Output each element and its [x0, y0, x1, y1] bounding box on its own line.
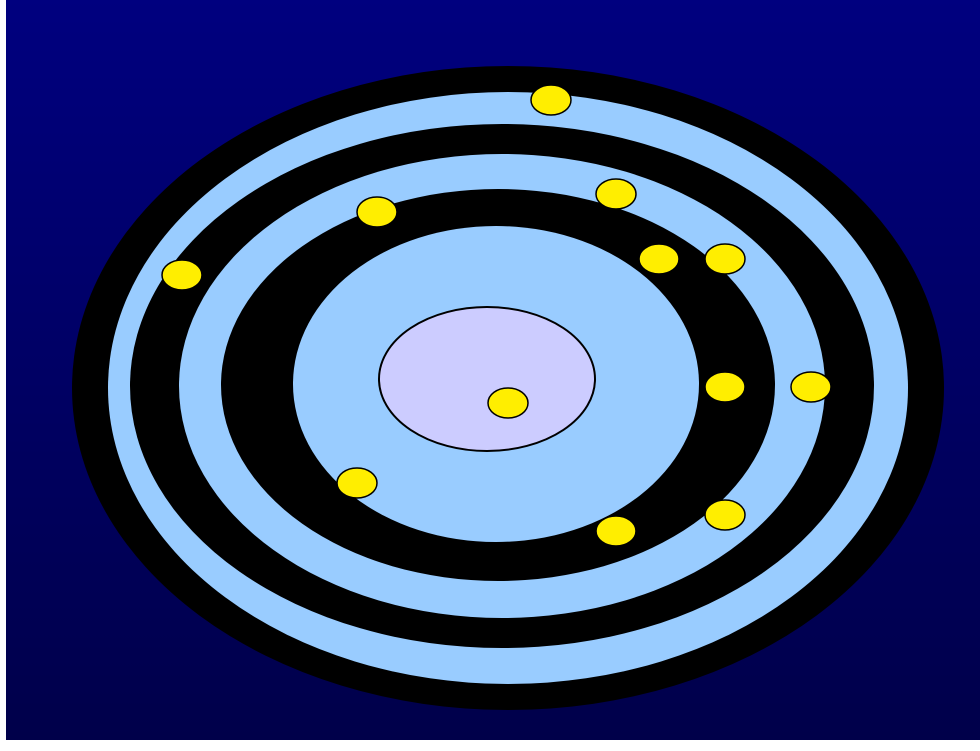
electron-inner-lower-center: [596, 516, 636, 546]
nucleus-group: [379, 307, 595, 451]
electron-upper-middle-right: [596, 179, 636, 209]
electron-upper-middle-left: [357, 197, 397, 227]
electron-inner-upper-a: [639, 244, 679, 274]
electron-inner-lower-right: [705, 500, 745, 530]
electron-top-outer: [531, 85, 571, 115]
electron-nucleus-center: [488, 388, 528, 418]
electron-inner-upper-b: [705, 244, 745, 274]
nucleus: [379, 307, 595, 451]
electron-inner-right: [705, 372, 745, 402]
electron-right-outer: [791, 372, 831, 402]
electron-inner-lower-left: [337, 468, 377, 498]
electron-left-outer: [162, 260, 202, 290]
